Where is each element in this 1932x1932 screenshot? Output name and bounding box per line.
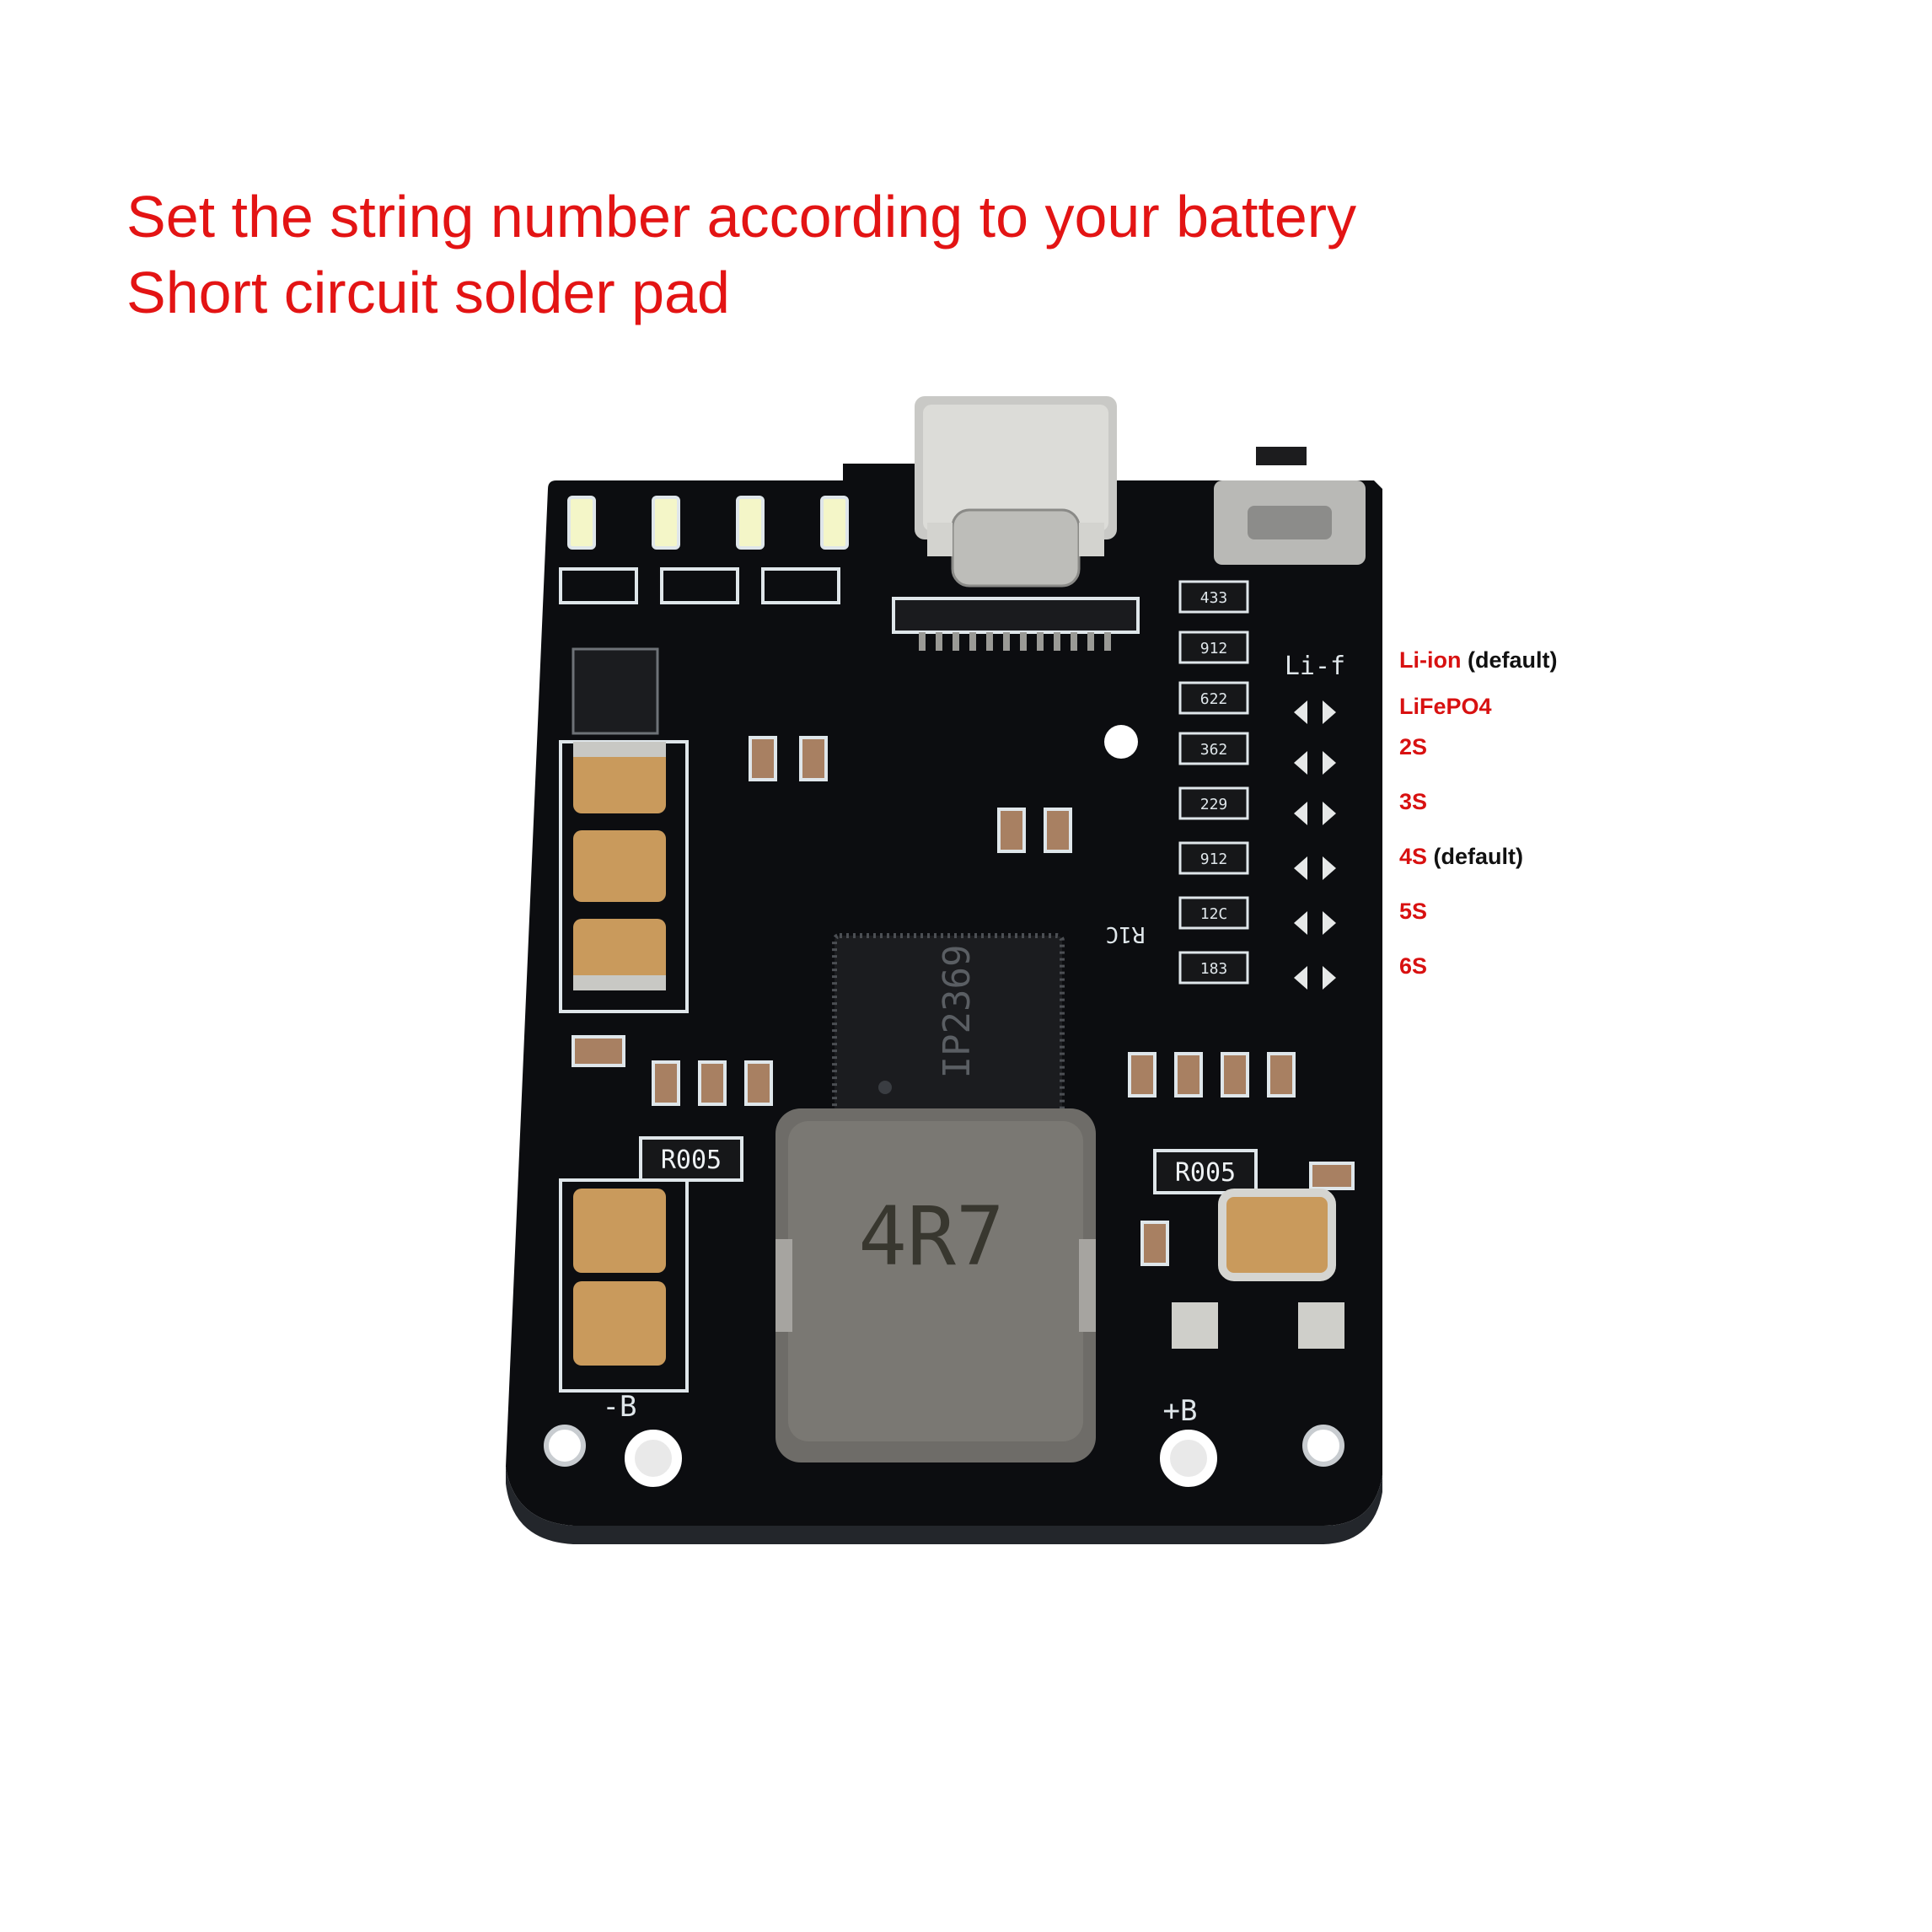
- solder-jumper-pads: [1294, 700, 1336, 990]
- option-code: Li-ion: [1399, 647, 1462, 673]
- resistor-code-4: 362: [1200, 741, 1228, 759]
- resistor-code-3: 622: [1200, 690, 1228, 708]
- resistor-code-6: 912: [1200, 851, 1228, 868]
- shunt-resistor-right-label: R005: [1175, 1158, 1236, 1188]
- headline-line-2: Short circuit solder pad: [126, 260, 730, 325]
- pcb-board-photo: IP2369 4R7 R005 R005 -B +B 433 912 622: [506, 396, 1382, 1544]
- option-3s: 3S: [1399, 791, 1427, 813]
- battery-pad-neg-label: -B: [603, 1390, 637, 1424]
- setting-resistor-column: 433 912 622 362 229 912 12C 183: [1178, 580, 1249, 985]
- option-code: 6S: [1399, 953, 1428, 979]
- option-code: 5S: [1399, 899, 1428, 924]
- resistor-code-5: 229: [1200, 796, 1228, 813]
- left-bottom-capacitors: [559, 1178, 689, 1393]
- resistor-code-1: 433: [1200, 589, 1228, 607]
- main-controller-chip: IP2369: [832, 933, 1065, 1132]
- option-li-ion: Li-ion (default): [1399, 649, 1557, 672]
- headline-line-1: Set the string number according to your …: [126, 184, 1357, 250]
- option-code: LiFePO4: [1399, 694, 1492, 719]
- inductor-icon: 4R7: [775, 1108, 1096, 1462]
- option-note: (default): [1427, 844, 1524, 869]
- battery-pad-pos-label: +B: [1163, 1394, 1198, 1428]
- option-5s: 5S: [1399, 900, 1427, 923]
- shunt-resistor-left-label: R005: [661, 1146, 722, 1175]
- option-code: 3S: [1399, 789, 1428, 814]
- option-code: 4S: [1399, 844, 1428, 869]
- mounting-holes: [544, 725, 1344, 1487]
- option-6s: 6S: [1399, 955, 1427, 978]
- pad-bank-label: Li-f: [1285, 652, 1345, 681]
- option-lifepo4: LiFePO4: [1399, 695, 1492, 718]
- usb-c-connector-icon: [892, 396, 1140, 651]
- inductor-marking-label: 4R7: [858, 1189, 1004, 1284]
- option-4s: 4S (default): [1399, 845, 1523, 868]
- resistor-code-7: 12C: [1200, 905, 1228, 923]
- chip-marking-label: IP2369: [936, 945, 979, 1079]
- led-row: [567, 496, 849, 550]
- option-2s: 2S: [1399, 736, 1427, 759]
- resistor-code-2: 912: [1200, 640, 1228, 657]
- ref-r1c-label: R1C: [1106, 921, 1146, 947]
- tactile-switch-icon: [1214, 447, 1366, 565]
- resistor-code-8: 183: [1200, 960, 1228, 978]
- option-note: (default): [1461, 647, 1558, 673]
- left-capacitor-stack: [559, 740, 689, 1013]
- option-code: 2S: [1399, 734, 1428, 759]
